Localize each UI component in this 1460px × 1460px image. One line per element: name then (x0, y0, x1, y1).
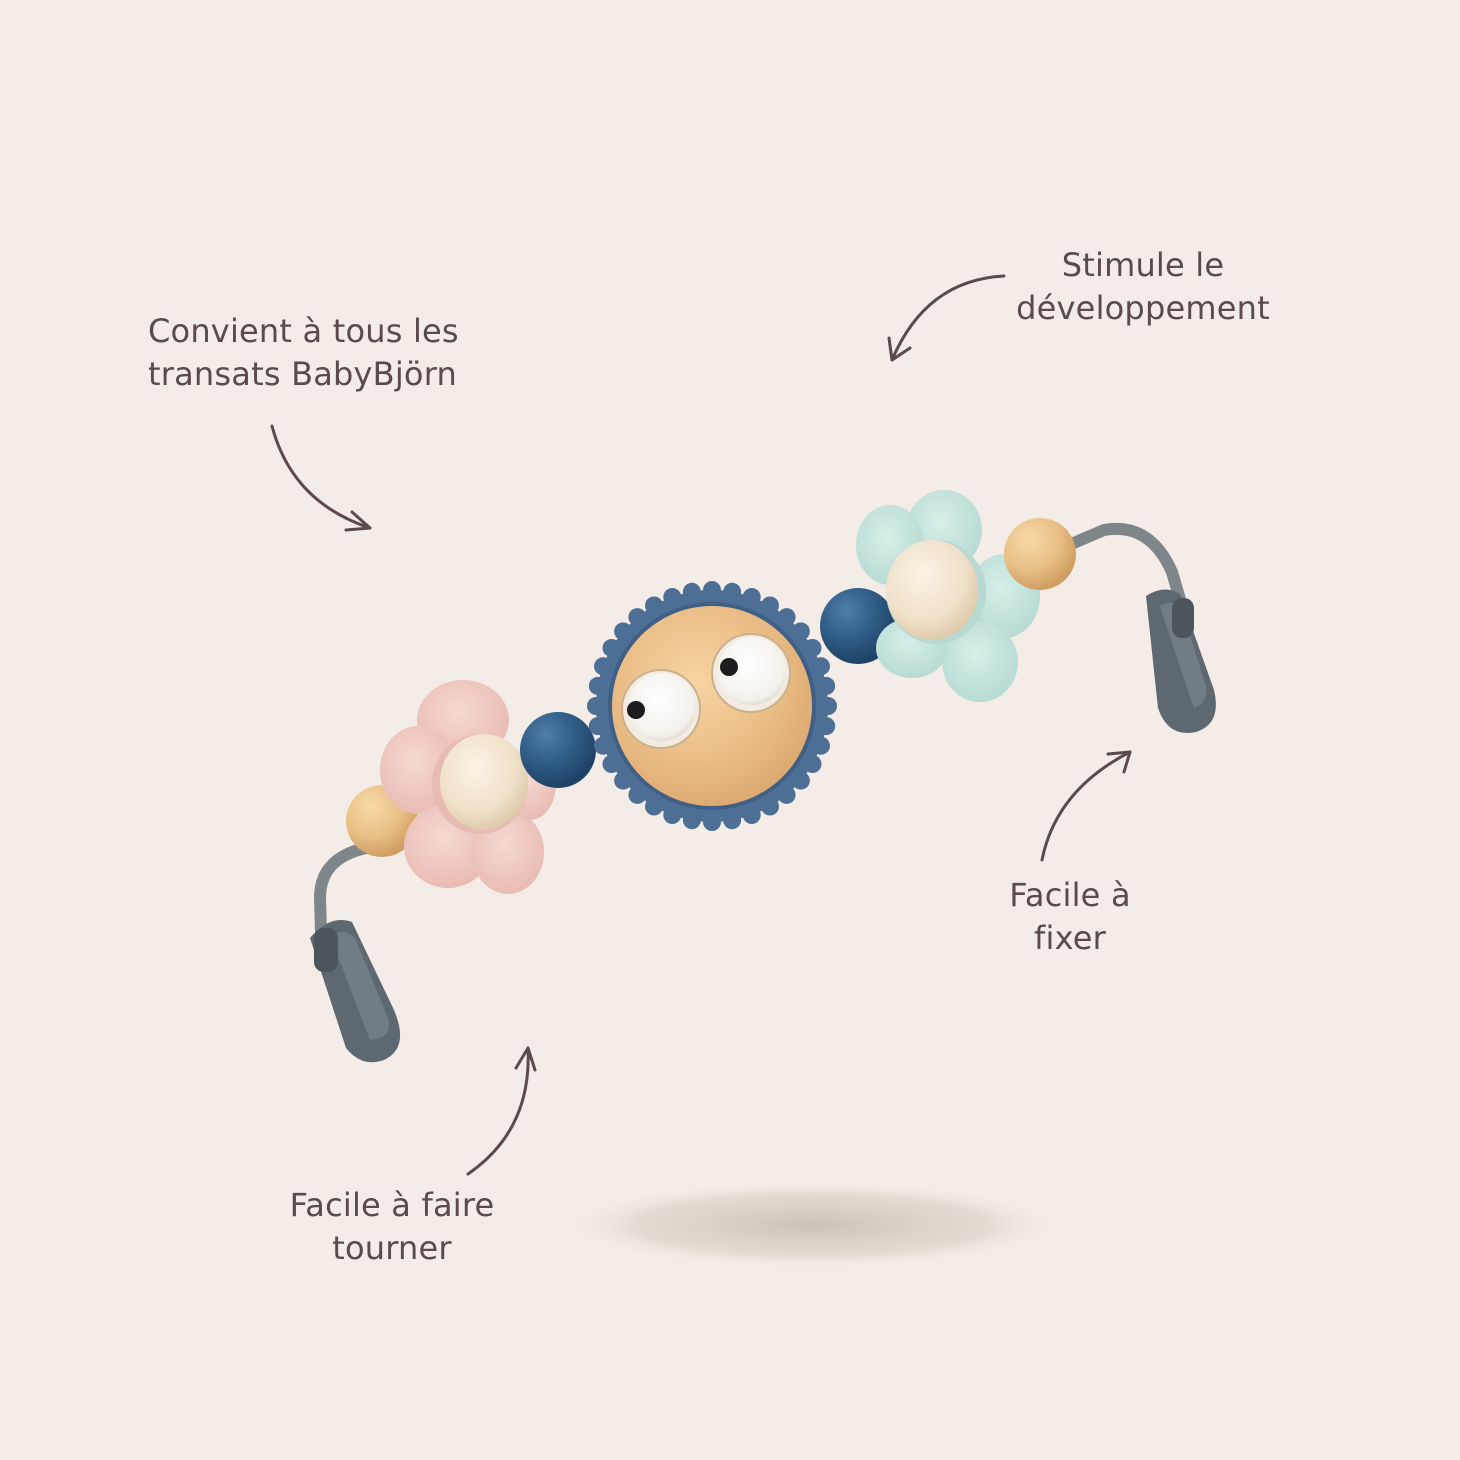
ring-scallop (803, 755, 822, 773)
ring-scallop (703, 813, 721, 831)
arrow-icon (466, 1046, 537, 1176)
development-line-2: développement (1016, 289, 1270, 327)
ring-scallop (628, 608, 647, 627)
ring-scallop (614, 622, 633, 641)
attach-line-1: Facile à (1009, 876, 1131, 914)
arrow-icon (1040, 750, 1132, 862)
left-clip (310, 920, 401, 1063)
ring-scallop (761, 797, 779, 816)
compatibility-annotation: Convient à tous les transats BabyBjörn (148, 310, 459, 396)
floor-shadow (560, 1181, 1064, 1269)
ring-scallop (742, 806, 761, 824)
ring-scallop (803, 639, 822, 657)
face-disk (587, 581, 837, 831)
ring-scallop (761, 596, 779, 615)
ring-scallop (819, 697, 837, 715)
compatibility-line-1: Convient à tous les (148, 312, 459, 350)
ring-scallop (777, 608, 796, 627)
ring-scallop (791, 771, 810, 790)
ring-scallop (594, 657, 612, 676)
ring-scallop (628, 785, 647, 804)
left-eye (621, 669, 701, 749)
ring-scallop (742, 588, 761, 606)
right-wire (1056, 522, 1192, 626)
arrow-icon (887, 274, 1006, 362)
ring-scallop (645, 797, 663, 816)
ring-scallop (602, 639, 621, 657)
ring-scallop (682, 811, 701, 830)
ring-scallop (777, 785, 796, 804)
right-eye (711, 633, 791, 713)
ring-scallop (588, 676, 607, 695)
ring-scallop (663, 588, 682, 606)
development-line-1: Stimule le (1061, 246, 1225, 284)
ring-scallop (817, 676, 836, 695)
ring-scallop (594, 736, 612, 755)
ring-scallop (723, 582, 742, 601)
rotate-line-1: Facile à faire (289, 1186, 495, 1224)
rotate-annotation: Facile à faire tourner (262, 1184, 522, 1270)
ring-scallop (645, 596, 663, 615)
ring-scallop (791, 622, 810, 641)
ring-scallop (588, 717, 607, 736)
ring-scallop (614, 771, 633, 790)
pink-flower (380, 680, 556, 894)
left-blue-bead (520, 712, 596, 788)
compatibility-line-2: transats BabyBjörn (148, 355, 457, 393)
ring-scallop (703, 581, 721, 599)
left-wire (313, 842, 372, 971)
ring-scallop (602, 755, 621, 773)
right-wood-bead (1004, 518, 1076, 590)
ring-scallop (723, 811, 742, 830)
mint-flower (856, 490, 1040, 702)
ring-scallop (682, 582, 701, 601)
rotate-line-2: tourner (332, 1229, 452, 1267)
arrow-icon (270, 424, 372, 532)
ring-scallop (812, 657, 830, 676)
right-clip (1146, 589, 1216, 733)
ring-scallop (587, 697, 605, 715)
attach-line-2: fixer (1034, 919, 1106, 957)
development-annotation: Stimule le développement (1000, 244, 1286, 330)
attach-annotation: Facile à fixer (990, 874, 1150, 960)
ring-scallop (812, 736, 830, 755)
ring-scallop (663, 806, 682, 824)
ring-scallop (817, 717, 836, 736)
